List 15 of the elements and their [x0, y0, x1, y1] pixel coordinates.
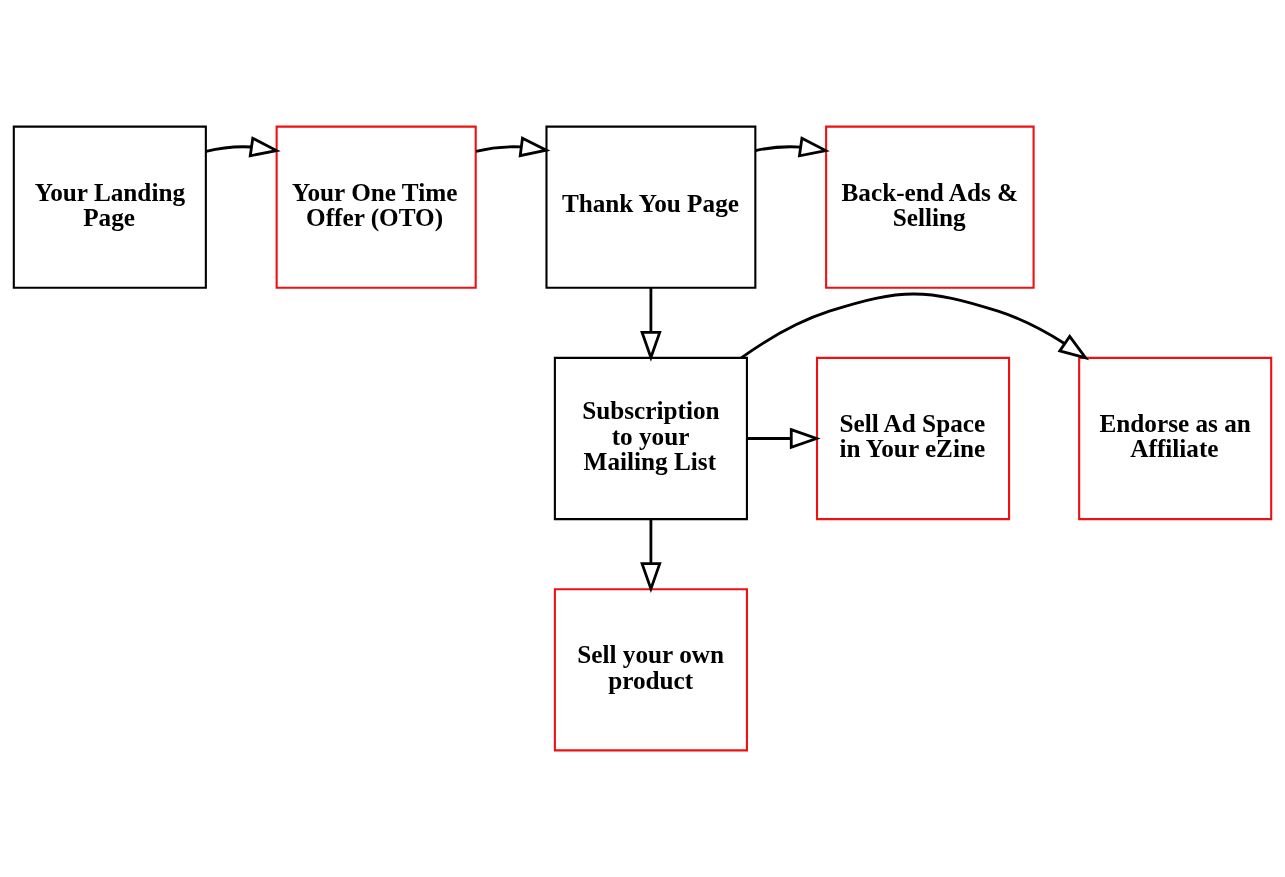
node-box: Sell your own product: [553, 588, 748, 752]
arrow: [640, 519, 662, 594]
node-box: Sell Ad Space in Your eZine: [815, 356, 1011, 521]
node-box: Thank You Page: [545, 125, 757, 289]
arrow: [205, 136, 281, 158]
arrow: [640, 287, 662, 362]
node-box: Subscription to your Mailing List: [553, 356, 748, 521]
arrow: [740, 292, 1090, 361]
node-box: Your Landing Page: [12, 125, 207, 289]
arrow: [755, 136, 830, 158]
node-box: Endorse as an Affiliate: [1078, 356, 1273, 521]
node-box: Back-end Ads & Selling: [825, 125, 1035, 289]
node-box: Your One Time Offer (OTO): [275, 125, 477, 289]
arrow: [475, 136, 551, 158]
arrow: [747, 427, 821, 450]
